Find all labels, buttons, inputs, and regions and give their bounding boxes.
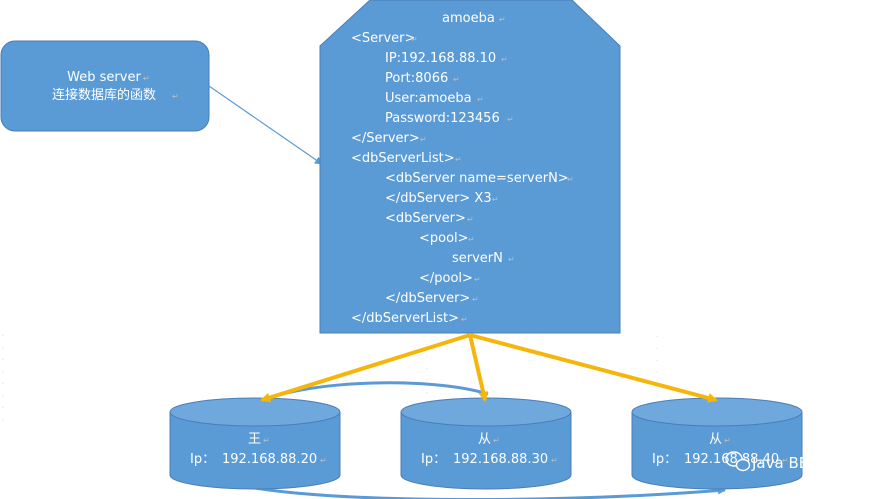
svg-text:.: . [656,356,658,363]
left-margin-marks: .. .. .. .. [2,331,4,422]
watermark-text: Java BBS [751,454,818,472]
svg-text:↵: ↵ [499,15,506,24]
svg-text:↵: ↵ [411,35,418,44]
cylinder-body [631,412,803,490]
db-ip-prefix: Ip： [652,452,677,467]
svg-text:.: . [426,376,428,383]
db-ip: 192.168.88.20 [222,452,317,467]
cylinder-body [169,412,341,490]
svg-text:.: . [656,368,658,375]
svg-text:.: . [2,379,4,386]
cylinder-top [169,397,341,427]
svg-text:↵: ↵ [474,275,481,284]
svg-text:↵: ↵ [493,436,500,445]
config-line: </dbServer> [385,291,470,306]
svg-text:.: . [2,355,4,362]
svg-text:↵: ↵ [455,155,462,164]
webserver-node: Web server ↵ 连接数据库的函数 ↵ [0,40,210,132]
distribution-arrows [260,333,718,403]
arrow-to-slave-2 [469,333,718,403]
config-line: <pool> [419,231,469,246]
svg-text:↵: ↵ [453,75,460,84]
config-line: User:amoeba [385,91,472,106]
paragraph-mark-icon: ↵ [143,74,150,83]
webserver-label: Web server [67,70,141,85]
svg-text:↵: ↵ [467,215,474,224]
svg-text:.: . [2,367,4,374]
svg-text:↵: ↵ [501,55,508,64]
svg-text:.: . [2,343,4,350]
cylinder-top [631,397,803,427]
svg-text:.: . [656,332,658,339]
config-line: Port:8066 [385,71,448,86]
db-role-label: 从 [709,432,722,447]
svg-text:↵: ↵ [551,456,558,465]
svg-text:.: . [426,364,428,371]
svg-text:↵: ↵ [263,436,270,445]
svg-text:.: . [426,388,428,395]
svg-text:.: . [2,415,4,422]
db-role-label: 王 [248,432,261,447]
database-master: 王 ↵ Ip： 192.168.88.20 ↵ [169,397,341,490]
config-line: IP:192.168.88.10 [385,51,496,66]
webserver-box [0,40,210,132]
config-line: </dbServer> X3 [385,191,492,206]
svg-text:.: . [426,340,428,347]
replication-connector-bottom [254,486,726,499]
arrow-to-master [260,333,471,403]
db-ip: 192.168.88.40 [684,452,779,467]
svg-text:↵: ↵ [782,456,789,465]
svg-text:↵: ↵ [724,436,731,445]
amoeba-title: amoeba [442,11,495,26]
svg-text:↵: ↵ [507,115,514,124]
svg-text:↵: ↵ [477,95,484,104]
config-line: </pool> [419,271,473,286]
config-line: <Server> [351,31,415,46]
paragraph-mark-icon: ↵ [172,92,179,101]
config-line: </dbServerList> [351,311,459,326]
svg-text:↵: ↵ [420,135,427,144]
svg-text:↵: ↵ [492,195,499,204]
cylinder-body [400,412,572,490]
svg-text:.: . [426,352,428,359]
db-ip-prefix: Ip： [421,452,446,467]
config-line: </Server> [351,131,420,146]
svg-text:↵: ↵ [461,315,468,324]
svg-text:↵: ↵ [320,456,327,465]
config-line: <dbServer> [385,211,466,226]
webserver-function-label: 连接数据库的函数 [52,87,156,103]
config-line: <dbServerList> [351,151,455,166]
db-ip-prefix: Ip： [190,452,215,467]
svg-text:↵: ↵ [472,295,479,304]
db-ip: 192.168.88.30 [453,452,548,467]
config-line: Password:123456 [385,111,500,126]
cylinder-top [400,397,572,427]
amoeba-node: amoeba ↵ <Server> ↵ IP:192.168.88.10 ↵ P… [319,0,621,334]
svg-text:↵: ↵ [567,175,574,184]
watermark: Java BBS [725,451,818,472]
database-slave-2: 从 ↵ Ip： 192.168.88.40 ↵ [631,397,803,490]
config-line: <dbServer name=serverN> [385,171,569,186]
svg-text:↵: ↵ [508,255,515,264]
config-line: serverN [452,251,503,266]
amoeba-shape [319,0,621,334]
webserver-to-amoeba-connector [208,85,323,165]
svg-text:.: . [656,392,658,399]
svg-text:.: . [2,391,4,398]
svg-text:↵: ↵ [468,235,475,244]
svg-text:.: . [2,403,4,410]
svg-text:.: . [2,331,4,338]
database-slave-1: 从 ↵ Ip： 192.168.88.30 ↵ [400,397,572,490]
db-role-label: 从 [478,432,491,447]
arrow-to-slave-1 [468,334,489,402]
svg-text:.: . [656,344,658,351]
wechat-icon [725,451,751,472]
